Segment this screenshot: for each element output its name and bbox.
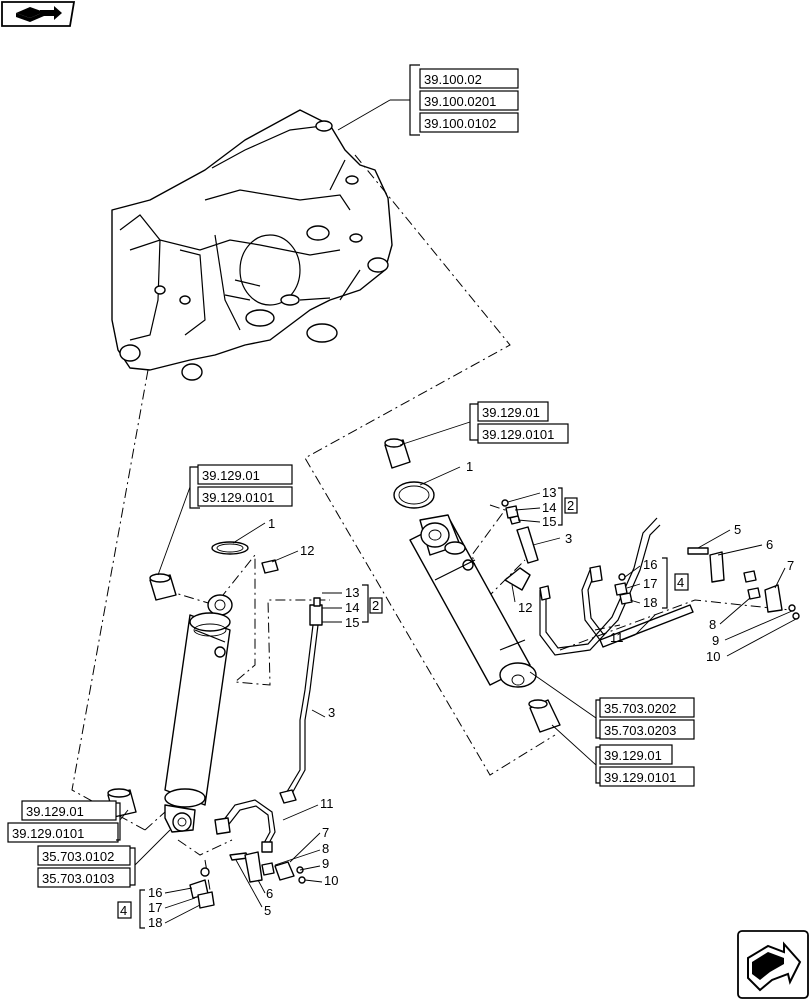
right-label-17[interactable]: 17 [643, 576, 657, 591]
left-label-13[interactable]: 13 [345, 585, 359, 600]
left-label-5[interactable]: 5 [264, 903, 271, 918]
right-label-16[interactable]: 16 [643, 557, 657, 572]
next-page-arrow-icon[interactable] [737, 930, 809, 999]
book-arrow-icon[interactable] [1, 1, 76, 27]
left-cyl-ref-2[interactable]: 35.703.0103 [42, 871, 114, 886]
right-label-8[interactable]: 8 [709, 617, 716, 632]
right-label-6[interactable]: 6 [766, 537, 773, 552]
left-label-8[interactable]: 8 [322, 841, 329, 856]
left-label-14[interactable]: 14 [345, 600, 359, 615]
right-bottom-pin-ref-2[interactable]: 39.129.0101 [604, 770, 676, 785]
right-group-2[interactable]: 2 [567, 498, 574, 513]
left-cylinder-assembly [107, 541, 323, 909]
left-label-16[interactable]: 16 [148, 885, 162, 900]
right-label-9[interactable]: 9 [712, 633, 719, 648]
right-label-1[interactable]: 1 [466, 459, 473, 474]
left-bottom-pin-ref-2[interactable]: 39.129.0101 [12, 826, 84, 841]
left-group-2[interactable]: 2 [372, 598, 379, 613]
right-cylinder-assembly [384, 438, 800, 733]
right-label-11[interactable]: 11 [610, 630, 624, 645]
left-pin-ref-2[interactable]: 39.129.0101 [202, 490, 274, 505]
frame-ref-3[interactable]: 39.100.0102 [424, 116, 496, 131]
right-label-12[interactable]: 12 [518, 600, 532, 615]
left-group-4[interactable]: 4 [120, 903, 127, 918]
loader-frame [111, 109, 393, 381]
frame-reference-group: 39.100.02 39.100.0201 39.100.0102 [337, 64, 519, 136]
right-pin-ref-2[interactable]: 39.129.0101 [482, 427, 554, 442]
right-cyl-ref-1[interactable]: 35.703.0202 [604, 701, 676, 716]
left-label-15[interactable]: 15 [345, 615, 359, 630]
left-label-7[interactable]: 7 [322, 825, 329, 840]
left-label-9[interactable]: 9 [322, 856, 329, 871]
right-pin-ref-1[interactable]: 39.129.01 [482, 405, 540, 420]
left-label-6[interactable]: 6 [266, 886, 273, 901]
left-bottom-pin-ref-1[interactable]: 39.129.01 [26, 804, 84, 819]
frame-ref-2[interactable]: 39.100.0201 [424, 94, 496, 109]
left-label-18[interactable]: 18 [148, 915, 162, 930]
right-label-10[interactable]: 10 [706, 649, 720, 664]
left-callouts: 39.129.01 39.129.0101 1 12 13 14 15 2 3 … [7, 464, 383, 930]
left-label-3[interactable]: 3 [328, 705, 335, 720]
right-group-4[interactable]: 4 [677, 575, 684, 590]
left-pin-ref-1[interactable]: 39.129.01 [202, 468, 260, 483]
right-label-15[interactable]: 15 [542, 514, 556, 529]
frame-ref-1[interactable]: 39.100.02 [424, 72, 482, 87]
right-label-7[interactable]: 7 [787, 558, 794, 573]
right-label-18[interactable]: 18 [643, 595, 657, 610]
right-label-13[interactable]: 13 [542, 485, 556, 500]
left-cyl-ref-1[interactable]: 35.703.0102 [42, 849, 114, 864]
left-label-10[interactable]: 10 [324, 873, 338, 888]
left-label-12[interactable]: 12 [300, 543, 314, 558]
right-callouts: 39.129.01 39.129.0101 1 13 14 15 2 3 12 … [399, 401, 797, 787]
right-label-14[interactable]: 14 [542, 500, 556, 515]
right-bottom-pin-ref-1[interactable]: 39.129.01 [604, 748, 662, 763]
right-label-3[interactable]: 3 [565, 531, 572, 546]
left-label-1[interactable]: 1 [268, 516, 275, 531]
right-cyl-ref-2[interactable]: 35.703.0203 [604, 723, 676, 738]
left-label-11[interactable]: 11 [320, 796, 334, 811]
left-label-17[interactable]: 17 [148, 900, 162, 915]
right-label-5[interactable]: 5 [734, 522, 741, 537]
